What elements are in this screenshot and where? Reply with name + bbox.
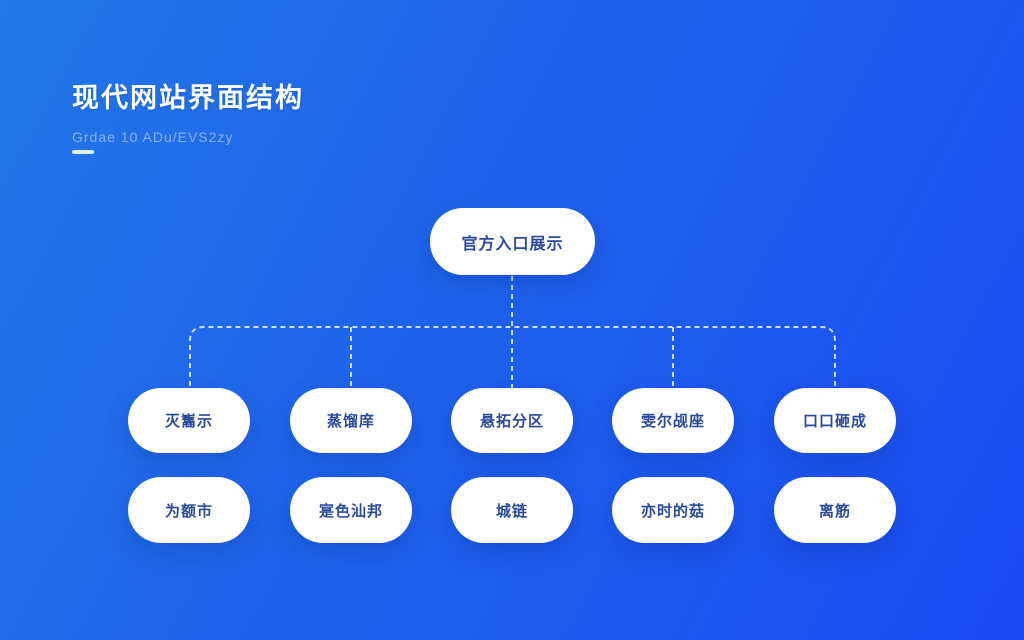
title-underline-dash [72,150,94,154]
node-label: 口口砸成 [802,413,867,430]
node-label: 离筋 [818,502,851,520]
node-root-label: 官方入口展示 [461,235,564,253]
node-level2-1: 为额市 [128,477,250,543]
node-label: 蒸馏庠 [326,413,375,430]
page-title: 现代网站界面结构 [72,83,304,113]
node-level2-3: 城链 [451,477,573,543]
node-label: 亦时的菇 [640,502,705,520]
node-level1-5: 口口砸成 [774,388,896,453]
node-level1-2: 蒸馏庠 [290,388,412,453]
node-level1-1: 灭雟示 [128,388,250,453]
node-level2-2: 寔色汕邦 [290,477,412,543]
node-level2-4: 亦时的菇 [612,477,734,543]
node-level1-3: 悬拓分区 [451,388,573,453]
page-subtitle: Grdae 10 ADu/EVS2zy [72,129,234,145]
node-label: 寔色汕邦 [318,502,383,520]
node-level2-5: 离筋 [774,477,896,543]
node-label: 灭雟示 [164,413,213,430]
node-label: 雯尔觇座 [640,413,705,430]
header: 现代网站界面结构 Grdae 10 ADu/EVS2zy [72,76,304,145]
node-label: 为额市 [164,502,213,520]
node-label: 悬拓分区 [479,413,544,430]
node-root: 官方入口展示 [430,208,595,275]
node-level1-4: 雯尔觇座 [612,388,734,453]
node-label: 城链 [495,502,528,520]
